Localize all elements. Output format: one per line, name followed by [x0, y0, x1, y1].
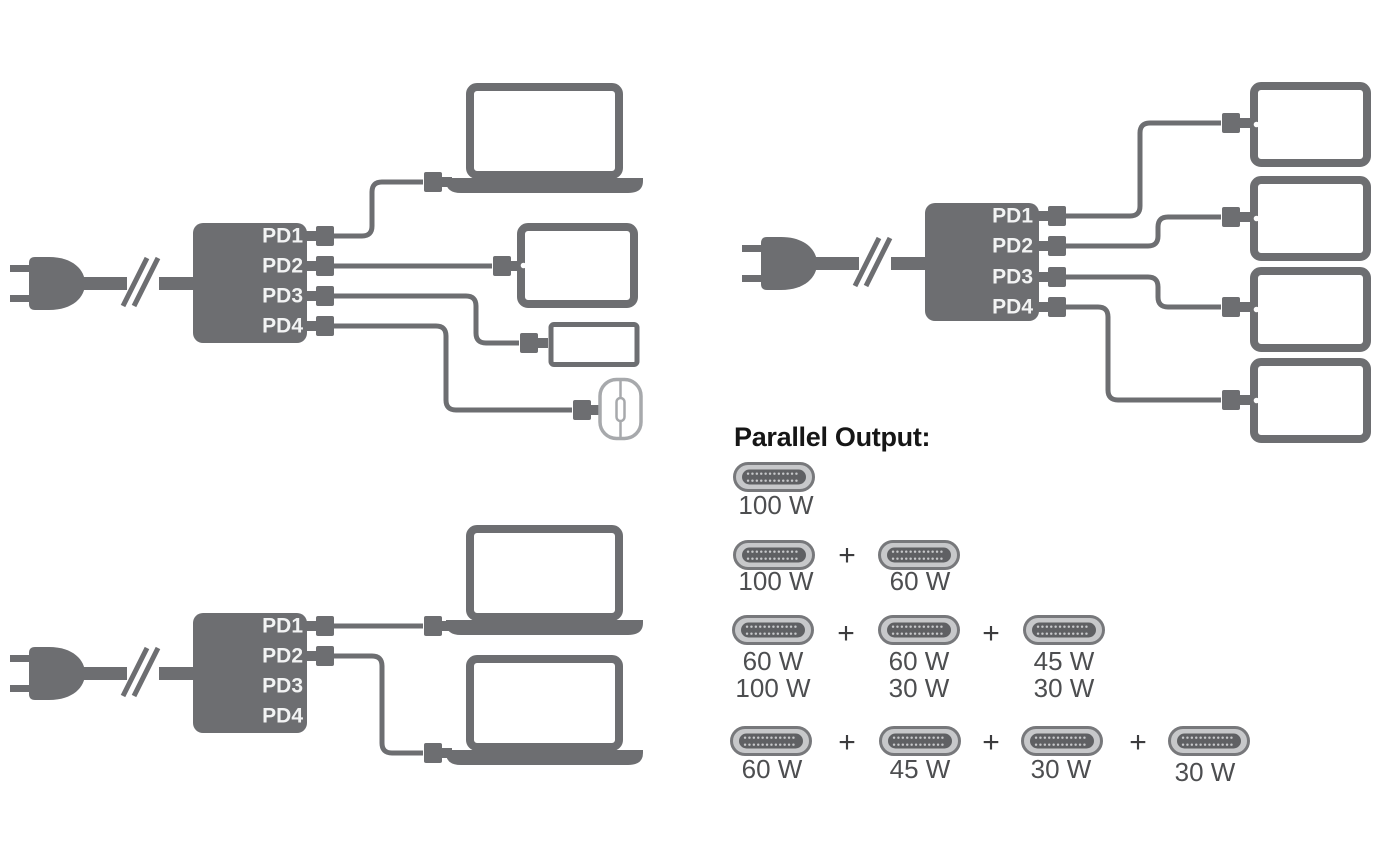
port-plug-icon [305, 256, 334, 276]
cable-connector-icon [1222, 390, 1250, 410]
watt-label: 60 W [889, 646, 950, 676]
port-label-pd2: PD2 [262, 255, 303, 278]
port-plug-icon [305, 316, 334, 336]
port-plug-icon [305, 616, 334, 636]
cable-connector-icon [1222, 113, 1250, 133]
usb-cable [1065, 274, 1221, 310]
ac-plug-icon [10, 257, 193, 310]
port-plug-icon [1037, 267, 1066, 287]
usb-c-port-icon [1021, 726, 1103, 756]
cable-connector-icon [493, 256, 521, 276]
ac-plug-icon [742, 237, 925, 290]
usb-cable [334, 653, 423, 756]
tablet-icon [1254, 86, 1367, 163]
port-plug-icon [1037, 236, 1066, 256]
usb-c-port-icon [733, 540, 815, 570]
usb-c-port-icon [1023, 615, 1105, 645]
ac-plug-icon [10, 647, 193, 700]
charger-brick [193, 223, 307, 343]
port-plug-icon [305, 286, 334, 306]
usb-cable [1065, 120, 1221, 219]
tablet-icon [1254, 362, 1367, 439]
port-label-pd2: PD2 [262, 645, 303, 668]
port-plug-icon [1037, 297, 1066, 317]
mouse-icon [598, 377, 643, 441]
diagram-multi-device: PD1 PD2 PD3 PD4 [10, 87, 643, 441]
plus-sign: + [838, 726, 856, 759]
port-plug-icon [305, 646, 334, 666]
watt-label: 100 W [738, 566, 814, 596]
tablet-icon [1254, 271, 1367, 348]
usb-cable [334, 179, 423, 239]
plus-sign: + [982, 617, 1000, 650]
port-label-pd4: PD4 [262, 315, 303, 338]
tablet-icon [521, 227, 634, 304]
watt-label: 30 W [1175, 757, 1236, 787]
usb-c-port-icon [879, 726, 961, 756]
port-plug-icon [1037, 206, 1066, 226]
port-label-pd3: PD3 [992, 266, 1033, 289]
cable-connector-icon [573, 400, 601, 420]
port-label-pd1: PD1 [992, 205, 1033, 228]
watt-label: 45 W [1034, 646, 1095, 676]
diagram-two-laptops: PD1 PD2 PD3 PD4 [10, 529, 643, 765]
port-label-pd3: PD3 [262, 675, 303, 698]
usb-cable [334, 323, 572, 413]
parallel-output-legend: Parallel Output: 100 W + 100 W 60 W + + … [730, 422, 1250, 787]
charger-brick [925, 203, 1039, 321]
watt-label: 30 W [889, 673, 950, 703]
watt-label: 45 W [890, 754, 951, 784]
usb-cable [1065, 214, 1221, 249]
plus-sign: + [1129, 726, 1147, 759]
phone-icon [548, 322, 640, 367]
usb-c-port-icon [1168, 726, 1250, 756]
port-label-pd4: PD4 [262, 705, 303, 728]
laptop-icon [446, 659, 643, 765]
plus-sign: + [982, 726, 1000, 759]
watt-label: 100 W [735, 673, 811, 703]
tablet-icon [1254, 180, 1367, 257]
port-label-pd2: PD2 [992, 235, 1033, 258]
usb-cable [1065, 304, 1221, 403]
laptop-icon [446, 87, 643, 193]
plus-sign: + [838, 539, 856, 572]
usb-c-port-icon [878, 615, 960, 645]
usb-c-port-icon [733, 462, 815, 492]
port-label-pd1: PD1 [262, 225, 303, 248]
cable-connector-icon [1222, 207, 1250, 227]
charger-brick [193, 613, 307, 733]
diagram-four-tablets: PD1 PD2 PD3 PD4 [742, 86, 1367, 439]
port-plug-icon [305, 226, 334, 246]
watt-label: 60 W [890, 566, 951, 596]
cable-connector-icon [1222, 297, 1250, 317]
cable-connector-icon [520, 333, 548, 353]
watt-label: 60 W [743, 646, 804, 676]
port-label-pd1: PD1 [262, 615, 303, 638]
usb-c-port-icon [878, 540, 960, 570]
watt-label: 30 W [1031, 754, 1092, 784]
usb-c-port-icon [732, 615, 814, 645]
watt-label: 30 W [1034, 673, 1095, 703]
plus-sign: + [837, 617, 855, 650]
usb-c-port-icon [730, 726, 812, 756]
watt-label: 60 W [742, 754, 803, 784]
port-label-pd3: PD3 [262, 285, 303, 308]
legend-heading: Parallel Output: [734, 422, 930, 452]
usb-cable [334, 293, 519, 346]
watt-label: 100 W [738, 490, 814, 520]
laptop-icon [446, 529, 643, 635]
port-label-pd4: PD4 [992, 296, 1033, 319]
